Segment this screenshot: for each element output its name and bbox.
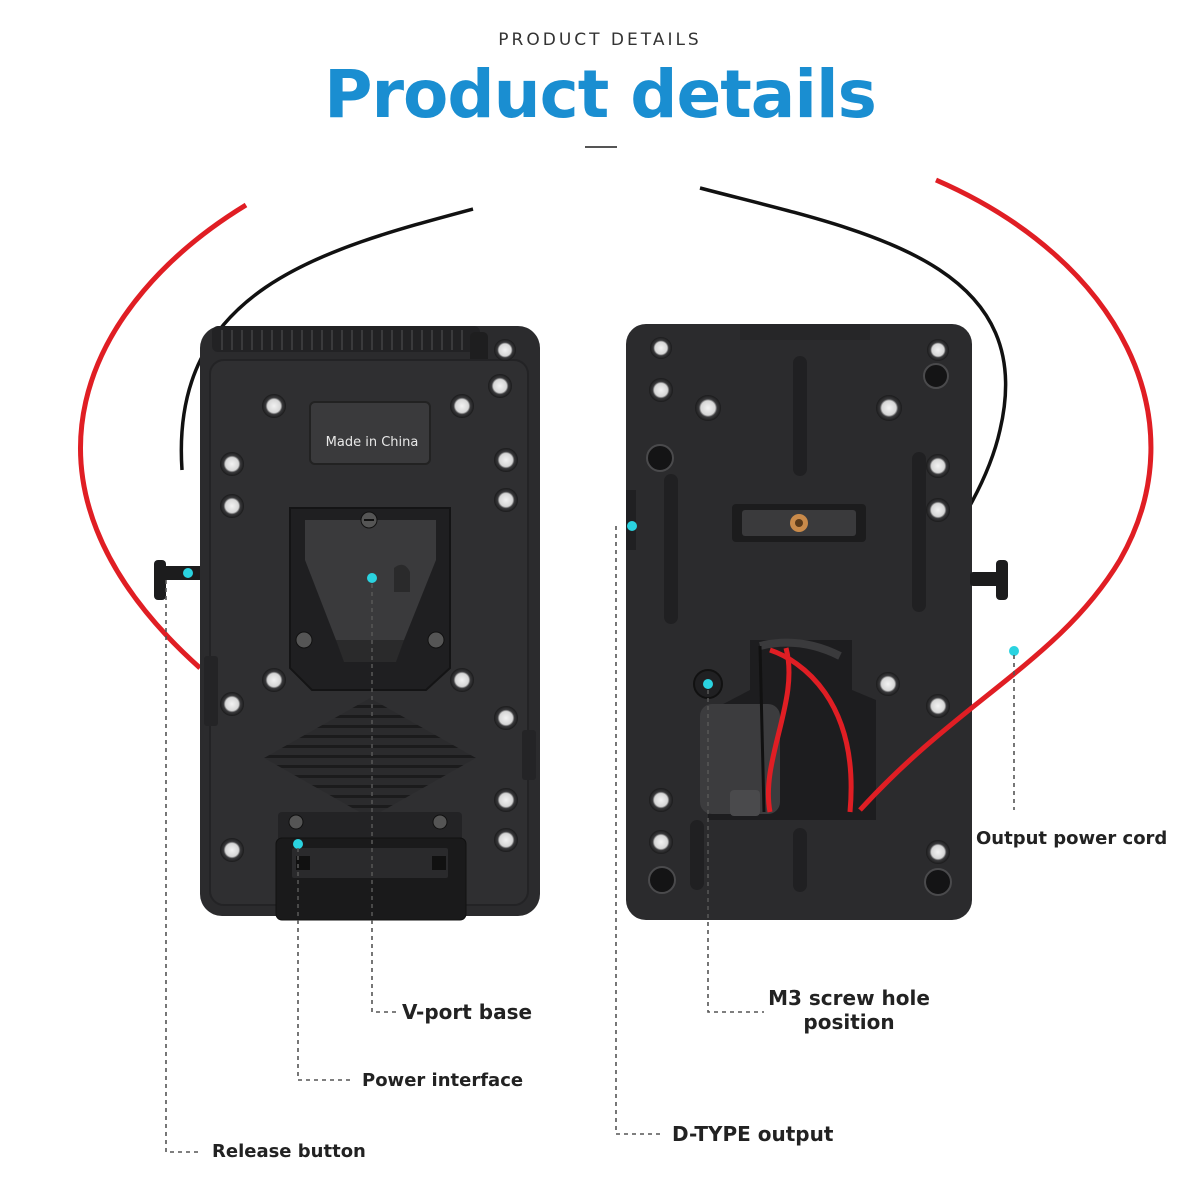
callout-power-interface: Power interface [362, 1070, 524, 1091]
power-cord-marker [1009, 646, 1019, 656]
callout-release-button: Release button [212, 1141, 366, 1162]
callout-d-type-output: D-TYPE output [672, 1122, 834, 1146]
back-plate [626, 177, 1154, 920]
d-type-cavity [700, 638, 876, 820]
vent-grille [264, 698, 476, 818]
callout-m3-screw-hole: M3 screw hole position [764, 986, 934, 1034]
callout-m3-line1: M3 screw hole [768, 986, 930, 1010]
page-title: Product details [324, 56, 877, 133]
power-interface-marker [293, 839, 303, 849]
front-plate: Made in China [78, 202, 540, 921]
leader-lines [165, 526, 1015, 1153]
black-cable-left [179, 207, 474, 471]
release-marker [183, 568, 193, 578]
callout-output-power-cord: Output power cord [976, 828, 1168, 849]
power-interface [275, 812, 467, 921]
red-cable-right [858, 177, 1154, 812]
d-type-marker [627, 521, 637, 531]
callout-v-port-base: V-port base [402, 1000, 533, 1024]
v-port-marker [367, 573, 377, 583]
front-mount-holes [220, 339, 518, 862]
title-divider [585, 146, 617, 148]
made-in-china-label: Made in China [326, 435, 419, 450]
m3-marker [703, 679, 713, 689]
v-port-base [289, 507, 451, 691]
callout-m3-line2: position [803, 1010, 895, 1034]
header-subtitle: PRODUCT DETAILS [498, 30, 702, 50]
back-mount-holes [649, 337, 950, 864]
red-cable-left [78, 202, 248, 670]
